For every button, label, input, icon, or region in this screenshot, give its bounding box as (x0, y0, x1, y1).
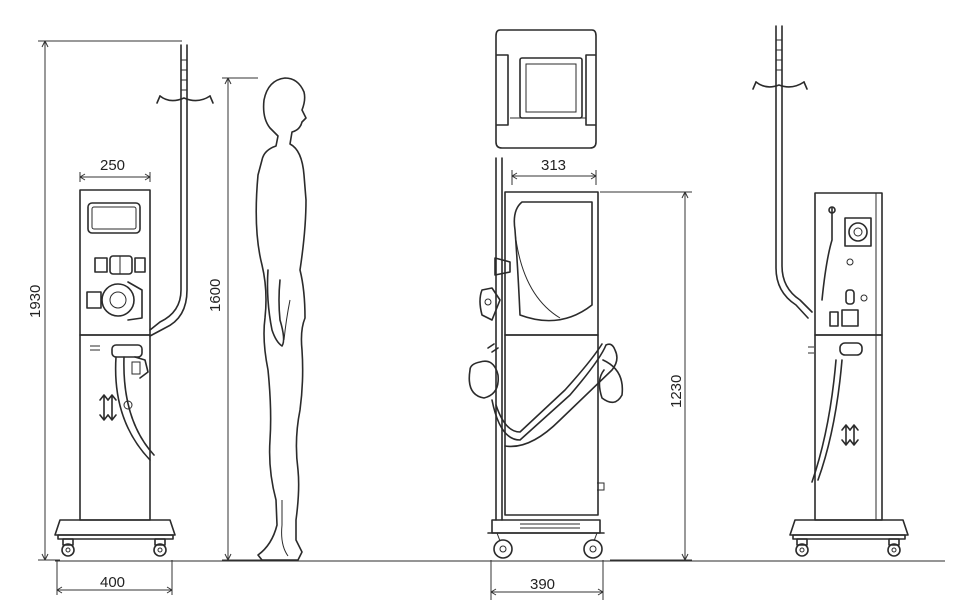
total-height-label: 1930 (27, 285, 44, 318)
side-view-machine (468, 29, 624, 559)
front-screen (87, 202, 141, 234)
person-silhouette (255, 77, 307, 561)
side-base-width-label: 390 (530, 576, 555, 593)
front-view-machine (54, 44, 214, 557)
front-width-dimension: 250 (79, 157, 151, 182)
base-width-label: 400 (100, 574, 125, 591)
wheel-icon (493, 532, 603, 559)
monitor-icon (495, 29, 597, 149)
total-height-dimension: 1930 (27, 40, 182, 561)
side-head-width-dimension: 313 (511, 157, 597, 185)
side-base-width-dimension: 390 (490, 560, 604, 600)
side-body-height-label: 1230 (668, 375, 685, 408)
iv-pole-icon (149, 44, 214, 337)
side-body-height-dimension: 1230 (600, 191, 692, 561)
wheel-icon (61, 538, 167, 557)
base-width-dimension: 400 (56, 560, 173, 595)
back-view-machine (752, 25, 909, 557)
side-head-width-label: 313 (541, 157, 566, 174)
wheel-icon (795, 538, 901, 557)
person-height-dimension: 1600 (207, 77, 262, 561)
person-height-label: 1600 (207, 279, 224, 312)
iv-pole-icon (752, 25, 813, 319)
front-width-label: 250 (100, 157, 125, 174)
